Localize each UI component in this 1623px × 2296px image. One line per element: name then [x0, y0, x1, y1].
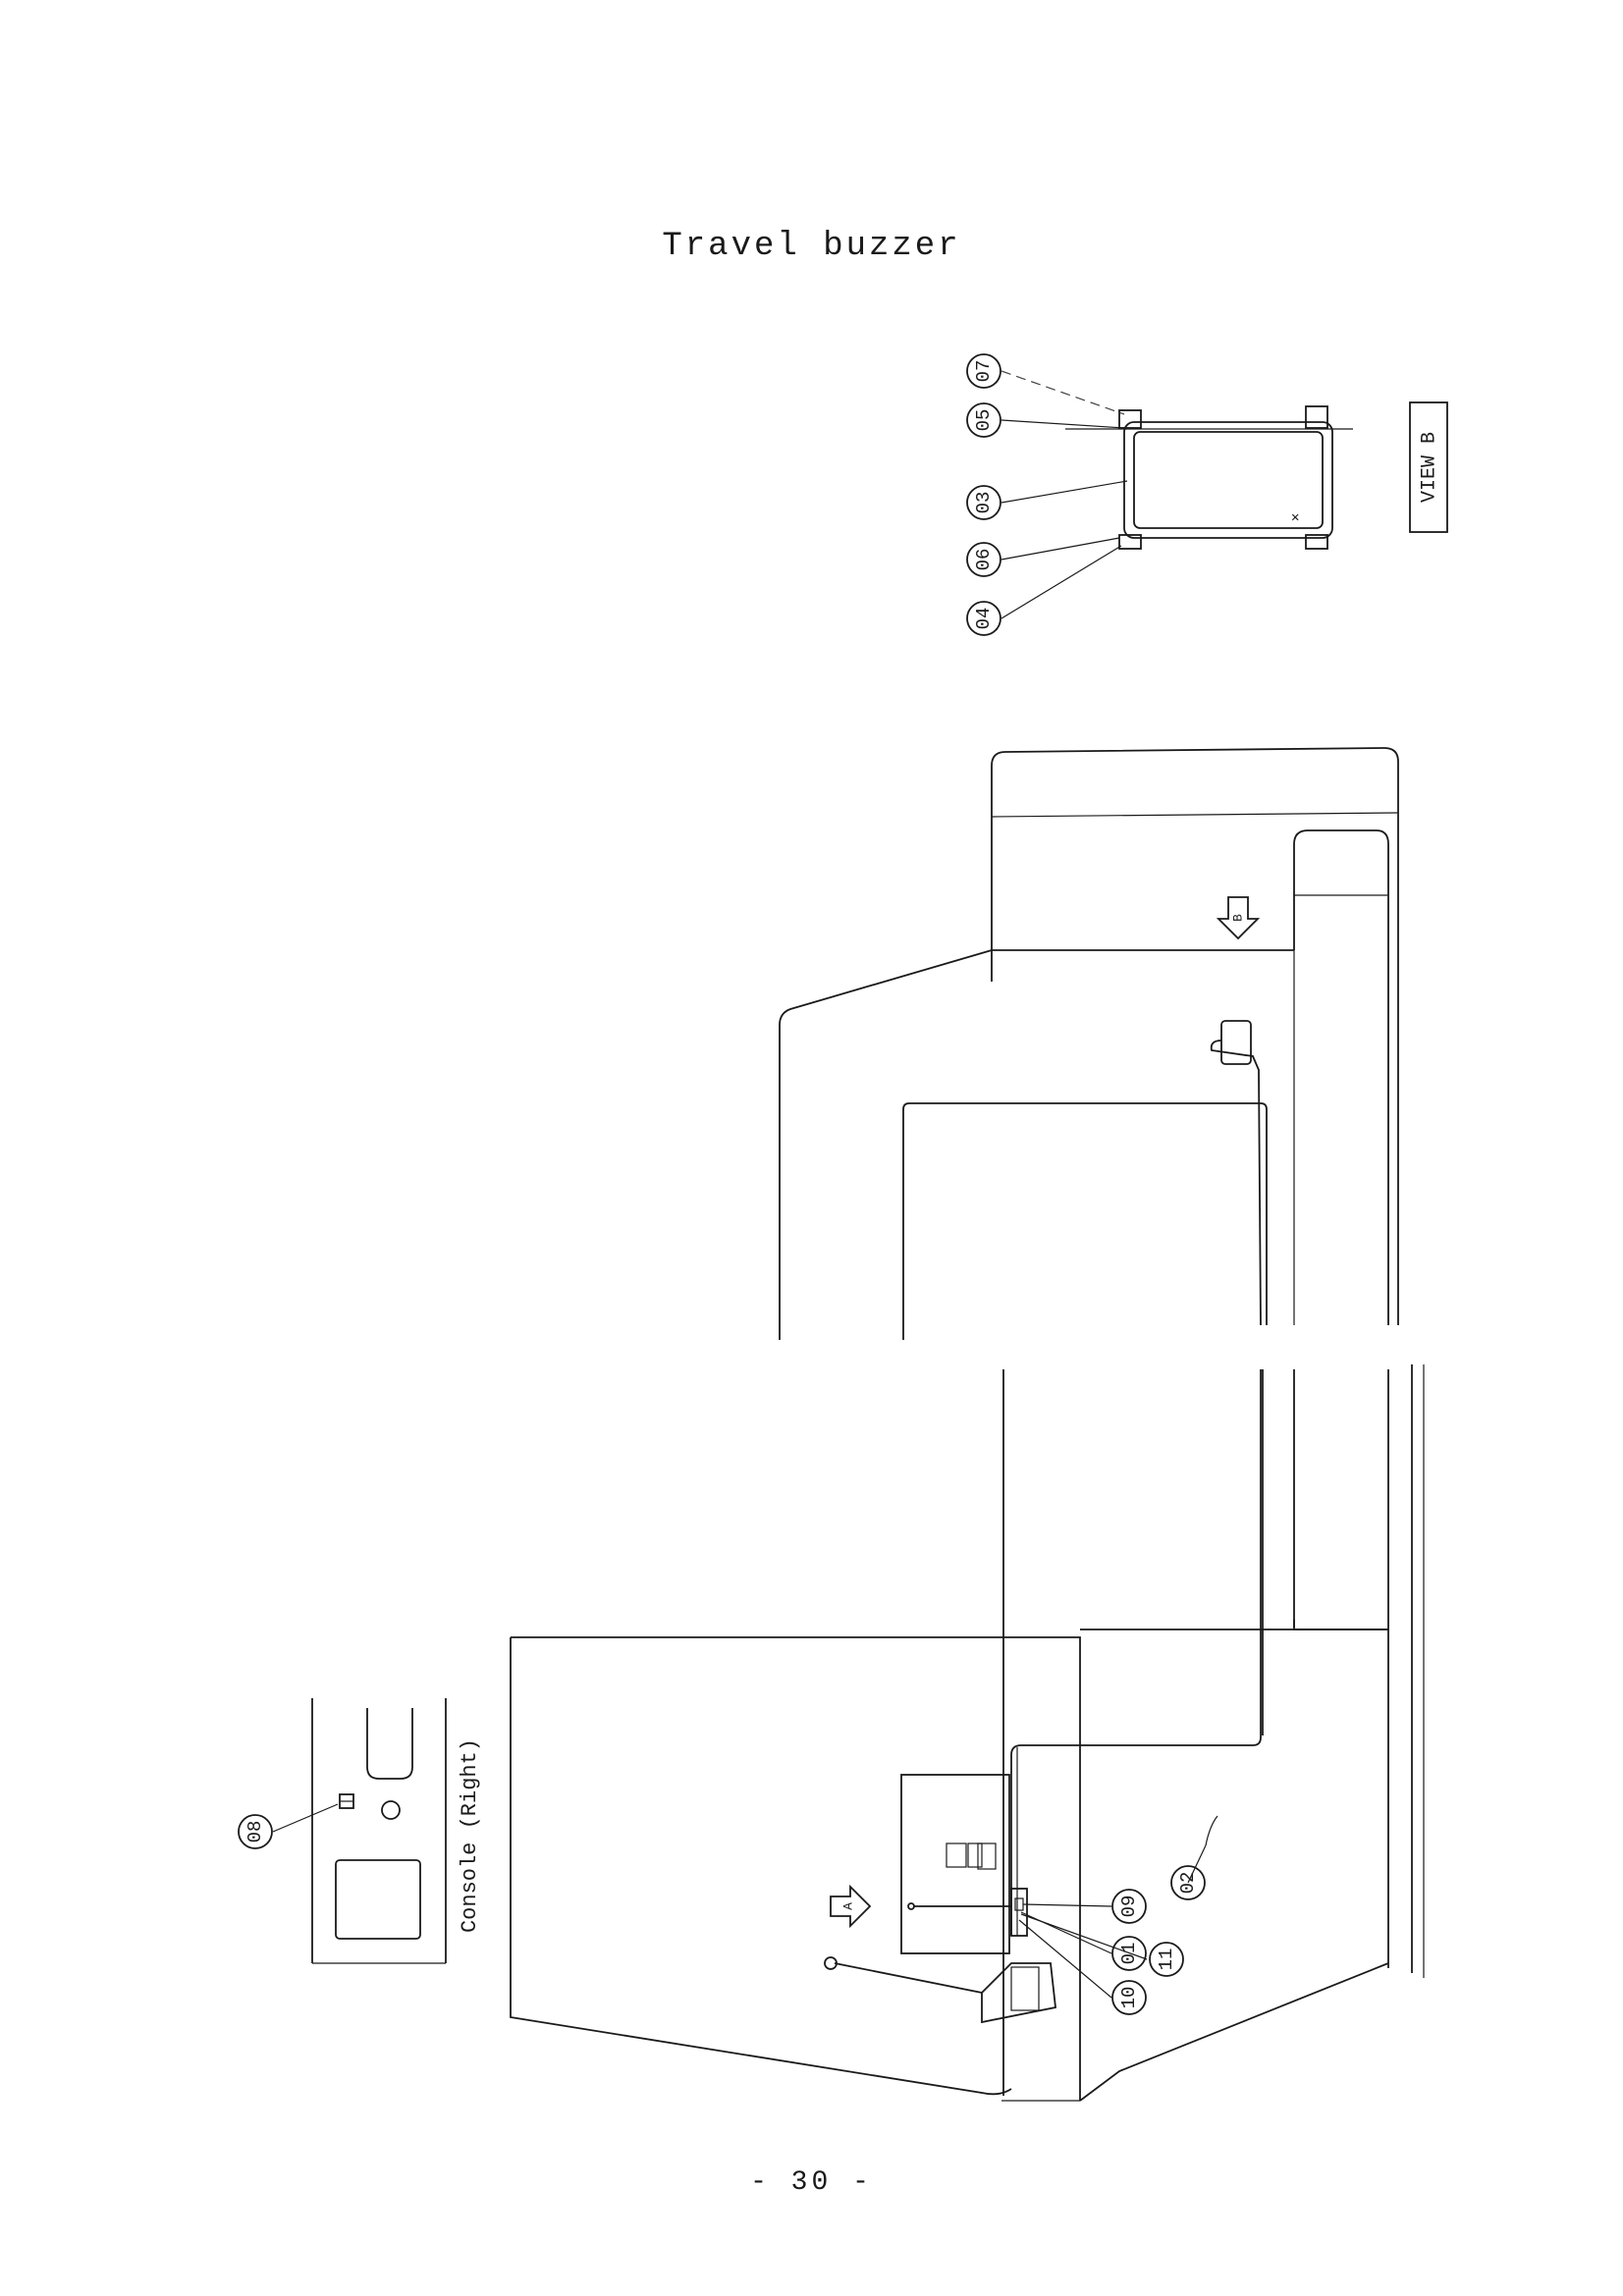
svg-text:11: 11 [1156, 1949, 1177, 1971]
callout-01: 01 [1111, 1936, 1147, 1971]
callout-09: 09 [1111, 1889, 1147, 1924]
arrow-b: B [1216, 896, 1261, 940]
bolt-bottom-left [1118, 534, 1142, 550]
console-detail: Console (Right) [272, 1698, 482, 1964]
svg-text:A: A [840, 1902, 855, 1910]
svg-text:B: B [1230, 914, 1245, 922]
svg-text:09: 09 [1118, 1896, 1140, 1918]
svg-text:02: 02 [1177, 1872, 1199, 1895]
machine-outline [510, 747, 1425, 2102]
svg-text:01: 01 [1118, 1943, 1140, 1965]
callout-05: 05 [966, 402, 1001, 438]
svg-text:VIEW B: VIEW B [1418, 432, 1440, 503]
bolt-top-right [1305, 405, 1328, 429]
console-panel [335, 1859, 421, 1940]
buzzer-mark: ✕ [1291, 510, 1299, 526]
page-number: - 30 - [750, 2167, 873, 2198]
view-b-leaders [1001, 370, 1128, 619]
callout-06: 06 [966, 542, 1001, 577]
svg-text:07: 07 [973, 360, 995, 383]
harness-leaders [1018, 1815, 1218, 1999]
console-slot [366, 1708, 413, 1780]
console-label: Console (Right) [458, 1738, 482, 1933]
harness-02 [1010, 1369, 1262, 1936]
svg-text:06: 06 [973, 549, 995, 571]
svg-text:05: 05 [973, 409, 995, 432]
svg-text:04: 04 [973, 608, 995, 630]
buzzer-harness [907, 1020, 1262, 1937]
callout-04: 04 [966, 601, 1001, 636]
view-b-label: VIEW B [1409, 401, 1448, 533]
svg-text:08: 08 [244, 1821, 266, 1843]
view-b-detail: ✕ [1065, 405, 1353, 550]
bolt-top-left [1118, 409, 1142, 429]
callout-11: 11 [1149, 1942, 1184, 1977]
svg-text:10: 10 [1118, 1987, 1140, 2009]
travel-buzzer-unit [1220, 1020, 1252, 1065]
bolt-bottom-right [1305, 534, 1328, 550]
console-knob [381, 1800, 401, 1820]
svg-text:03: 03 [973, 492, 995, 514]
arrow-a: A [830, 1884, 872, 1929]
callout-07: 07 [966, 353, 1001, 389]
connector-01 [1010, 1888, 1028, 1937]
callout-08: 08 [238, 1814, 273, 1849]
buzzer-body-inner [1133, 431, 1324, 529]
callout-02: 02 [1170, 1865, 1206, 1900]
callout-10: 10 [1111, 1980, 1147, 2015]
buzzer-body-outer [1123, 421, 1333, 539]
page-title: Travel buzzer [662, 228, 961, 265]
callout-03: 03 [966, 485, 1001, 520]
buzzer-wire-top [1210, 1040, 1262, 1326]
